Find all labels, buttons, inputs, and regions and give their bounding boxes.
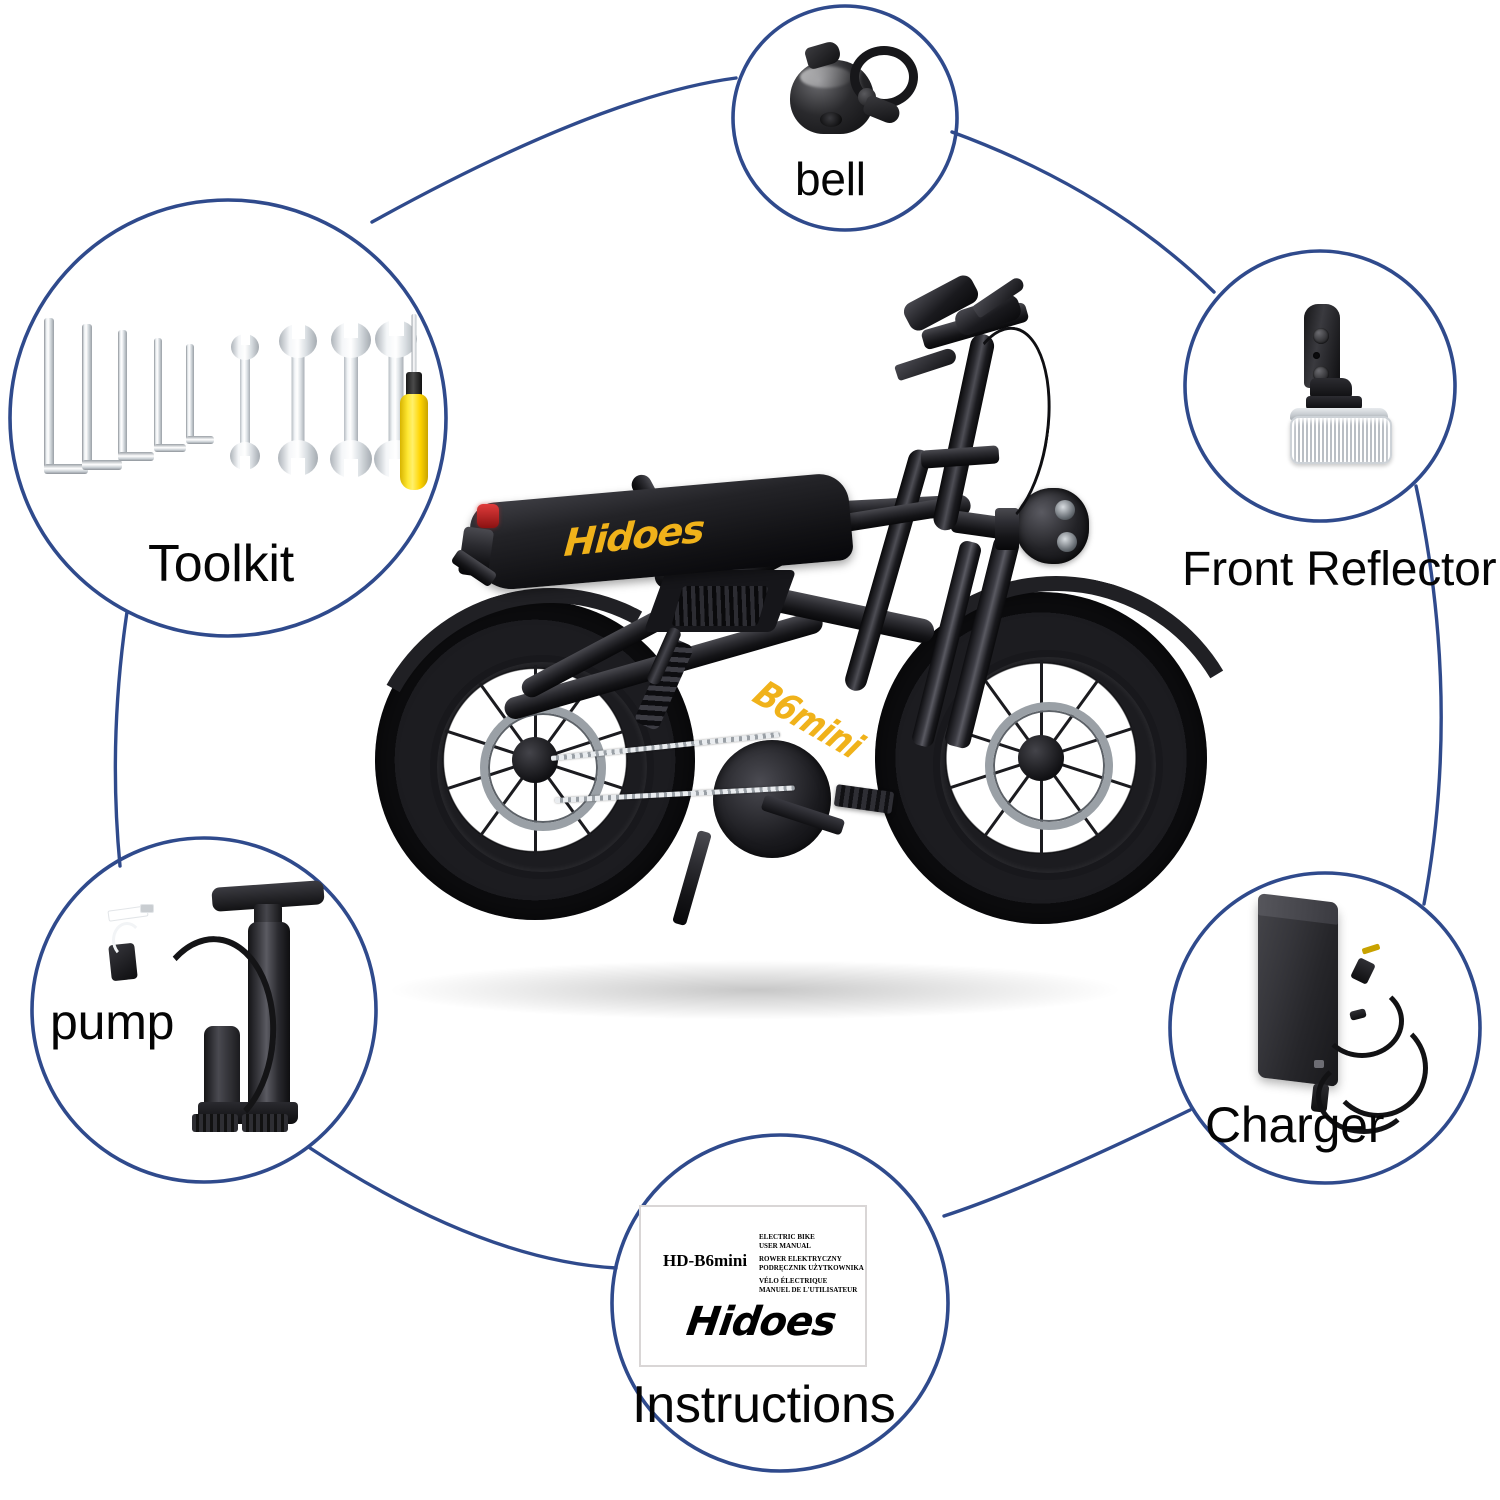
manual-model-text: HD-B6mini bbox=[663, 1251, 748, 1270]
pump-art bbox=[88, 878, 325, 1148]
rear-hub bbox=[512, 737, 558, 783]
callout-label-bell: bell bbox=[795, 153, 866, 205]
toolkit-art bbox=[38, 316, 428, 488]
callout-circle-pump bbox=[30, 836, 378, 1184]
open-end-wrench bbox=[230, 332, 260, 472]
open-end-wrench bbox=[330, 319, 372, 481]
callout-label-front-reflector: Front Reflector bbox=[1182, 543, 1497, 596]
manual-line: ELECTRIC BIKE bbox=[759, 1233, 815, 1241]
front-hub bbox=[1018, 735, 1064, 781]
manual-line: VÉLO ÉLECTRIQUE bbox=[759, 1277, 828, 1286]
hex-key bbox=[154, 338, 186, 456]
manual-line: USER MANUAL bbox=[759, 1241, 811, 1250]
brake-lever-left bbox=[894, 346, 958, 382]
manual-line: PODRĘCZNIK UŻYTKOWNIKA bbox=[759, 1263, 864, 1272]
callout-label-charger: Charger bbox=[1205, 1097, 1385, 1153]
hex-key bbox=[118, 330, 154, 466]
connector-charger-to-instructions bbox=[942, 1108, 1192, 1218]
hex-key bbox=[44, 318, 88, 478]
manual-brand-logo: Hidoes bbox=[683, 1299, 839, 1345]
front-reflector-art bbox=[1282, 304, 1402, 474]
headlight-bracket bbox=[995, 508, 1019, 550]
hex-key bbox=[82, 324, 122, 474]
tail-light bbox=[477, 504, 499, 528]
open-end-wrench bbox=[278, 321, 318, 479]
connector-bell-to-reflector bbox=[950, 130, 1216, 294]
chainring bbox=[713, 740, 831, 858]
manual-line: MANUEL DE L'UTILISATEUR bbox=[759, 1285, 858, 1294]
bell-art bbox=[780, 30, 918, 140]
connector-toolkit-to-bell bbox=[370, 76, 738, 224]
callout-label-instructions: Instructions bbox=[632, 1376, 896, 1434]
connector-reflector-to-charger bbox=[1414, 484, 1443, 906]
charger-art bbox=[1258, 893, 1478, 1134]
callout-circle-bell bbox=[731, 4, 959, 232]
callout-circles bbox=[8, 4, 1482, 1473]
callout-label-pump: pump bbox=[50, 994, 175, 1050]
headlight bbox=[1015, 488, 1089, 564]
manual-line: ROWER ELEKTRYCZNY bbox=[759, 1255, 842, 1264]
connector-toolkit-to-pump bbox=[113, 610, 129, 868]
electric-bike-product-image: Hidoes B6mini bbox=[318, 270, 1293, 1030]
callout-circle-charger bbox=[1168, 871, 1482, 1185]
callout-circle-front-reflector bbox=[1183, 249, 1457, 523]
callout-circle-toolkit bbox=[8, 198, 448, 638]
connector-lines bbox=[113, 76, 1443, 1270]
frame-vents bbox=[671, 586, 769, 626]
callout-circle-instructions bbox=[610, 1133, 950, 1473]
connector-pump-to-instructions bbox=[308, 1146, 618, 1270]
callout-label-toolkit: Toolkit bbox=[148, 535, 294, 593]
screwdriver-icon bbox=[394, 314, 434, 492]
hex-key bbox=[186, 344, 214, 448]
ground-shadow bbox=[385, 960, 1125, 1020]
